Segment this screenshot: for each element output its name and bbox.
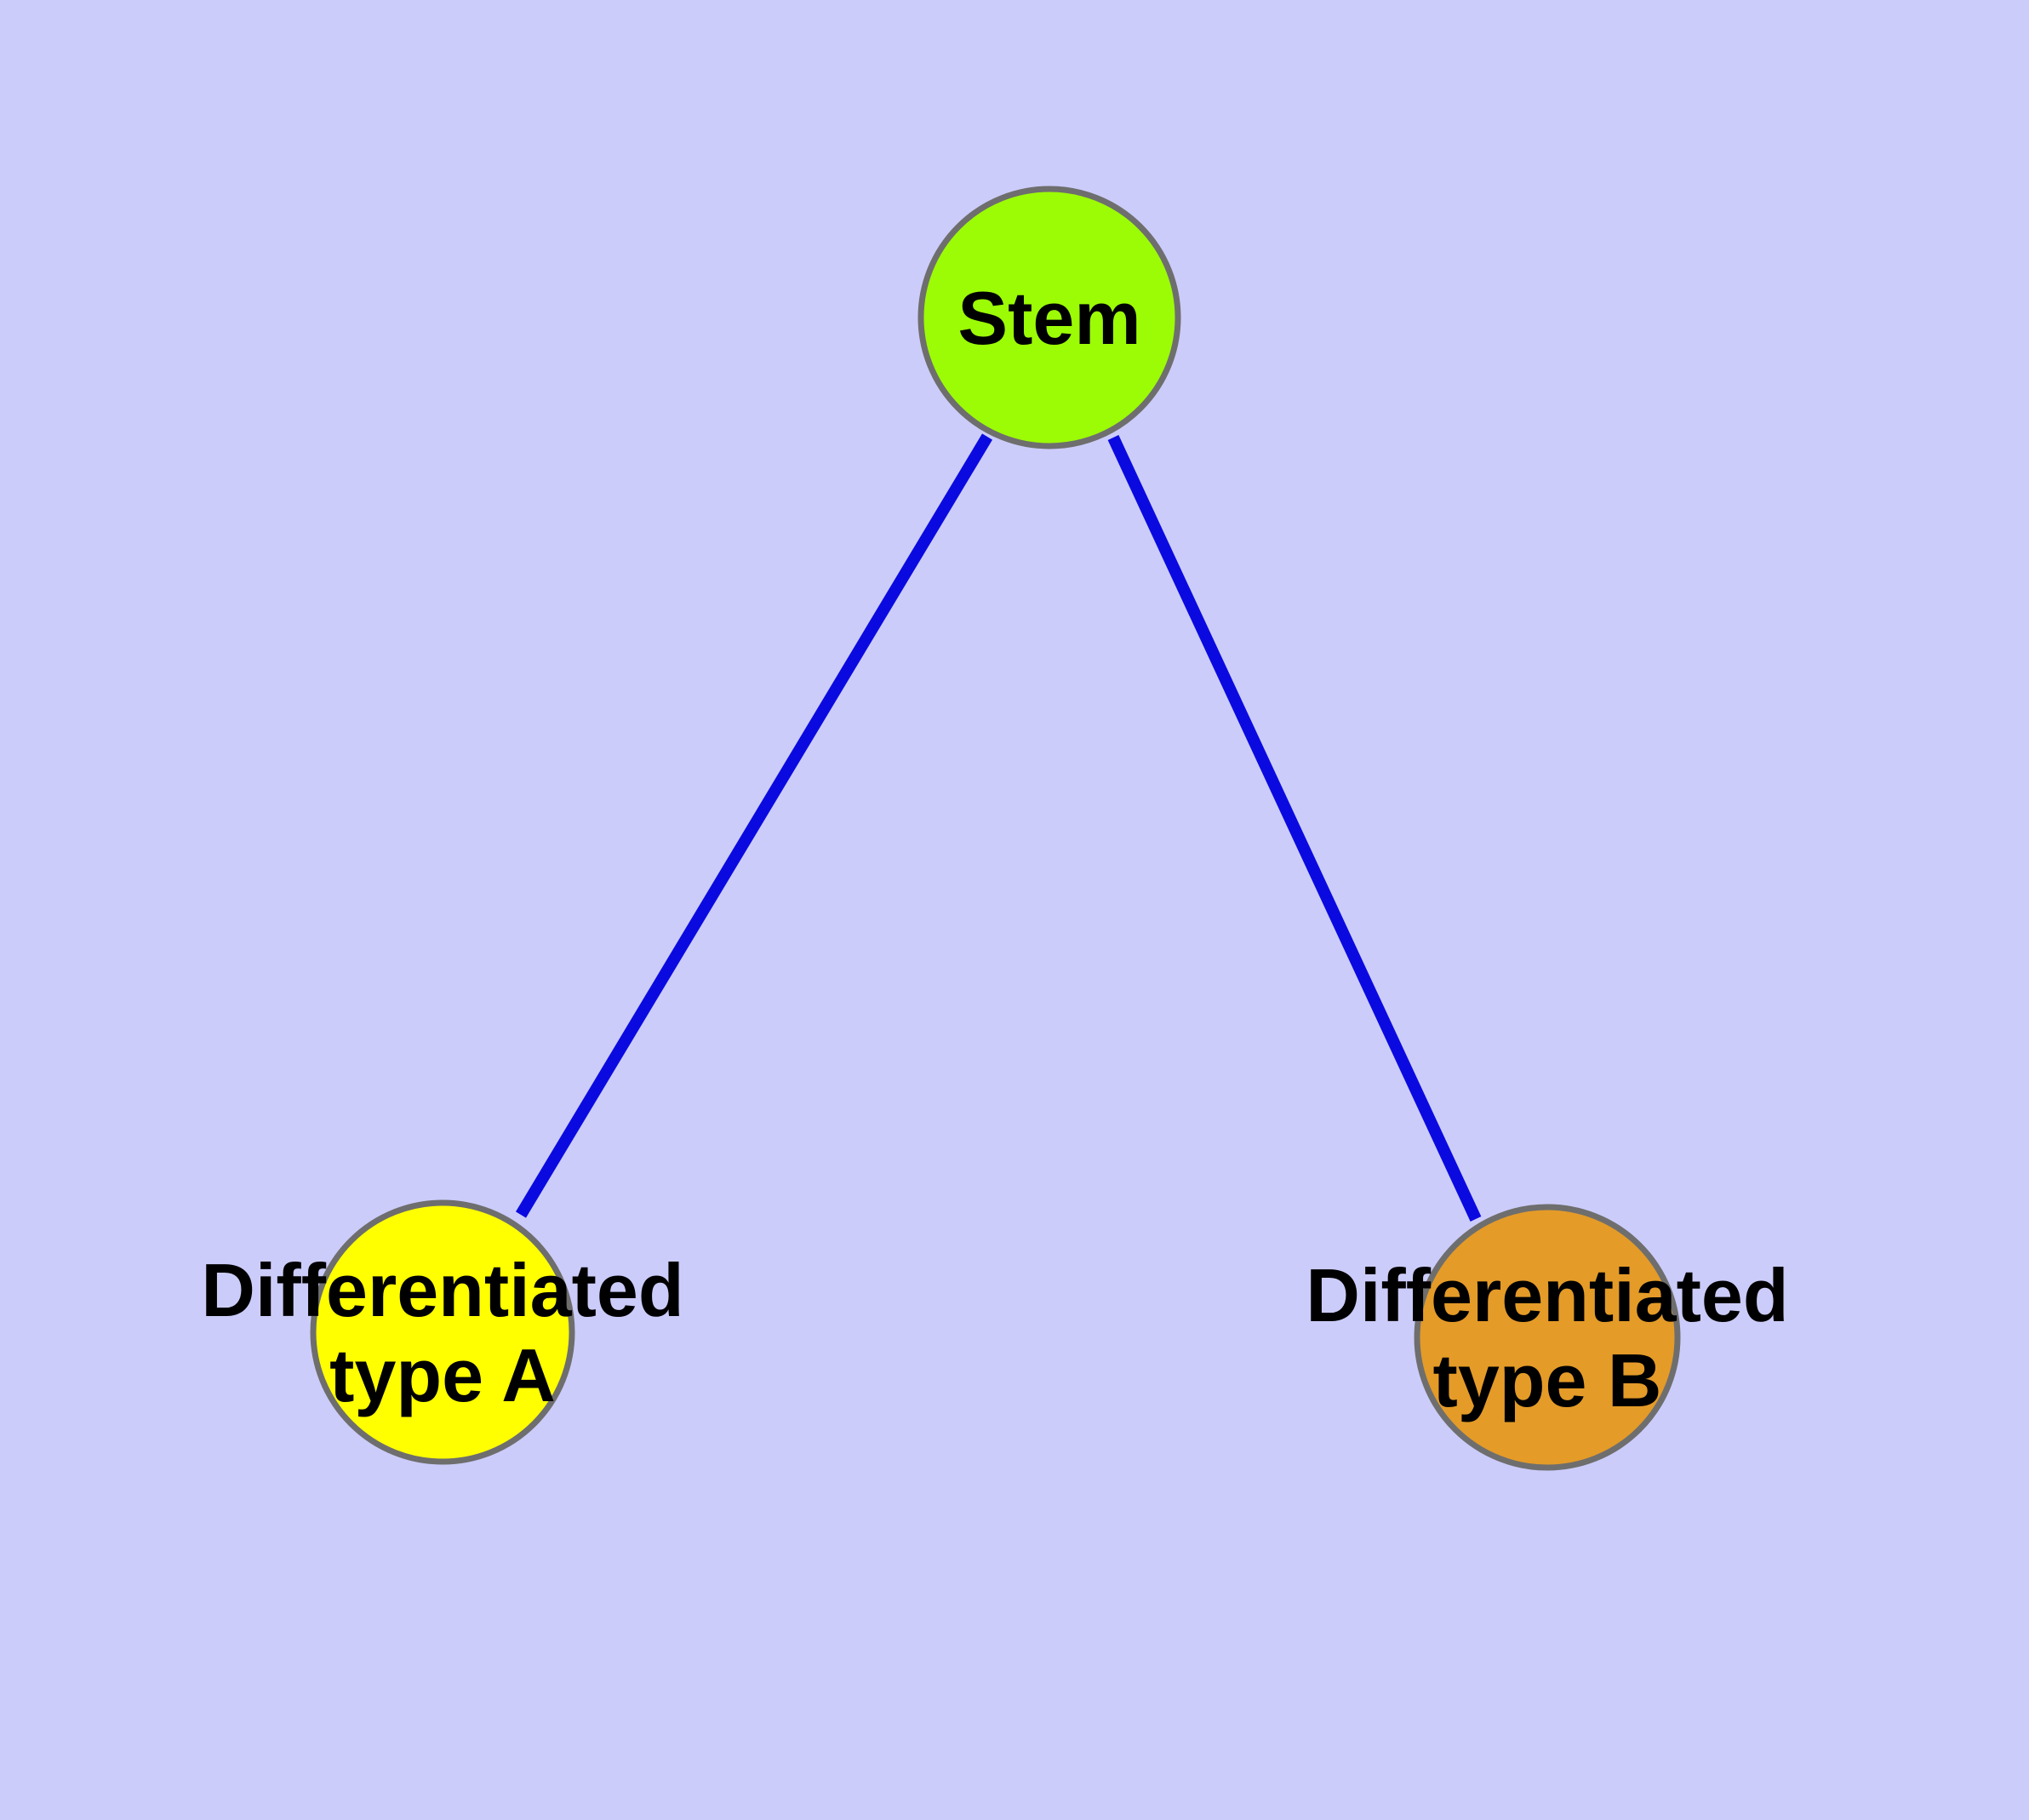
- node-diff_b[interactable]: [1414, 1204, 1681, 1471]
- node-label-line: Differentiated: [201, 1248, 683, 1332]
- nodes-group: [310, 186, 1681, 1471]
- node-label-line: type B: [1433, 1338, 1662, 1422]
- node-diff_a[interactable]: [310, 1199, 575, 1465]
- edge-stem-to-diff_b[interactable]: [1107, 435, 1482, 1222]
- node-label-line: Stem: [957, 276, 1140, 360]
- node-stem[interactable]: [917, 186, 1181, 449]
- edge-stem-to-diff_a[interactable]: [515, 433, 993, 1218]
- edges-group: [515, 433, 1482, 1222]
- node-label-line: Differentiated: [1306, 1253, 1788, 1337]
- node-label-line: type A: [329, 1333, 556, 1417]
- node-label-stem: Stem: [957, 276, 1140, 360]
